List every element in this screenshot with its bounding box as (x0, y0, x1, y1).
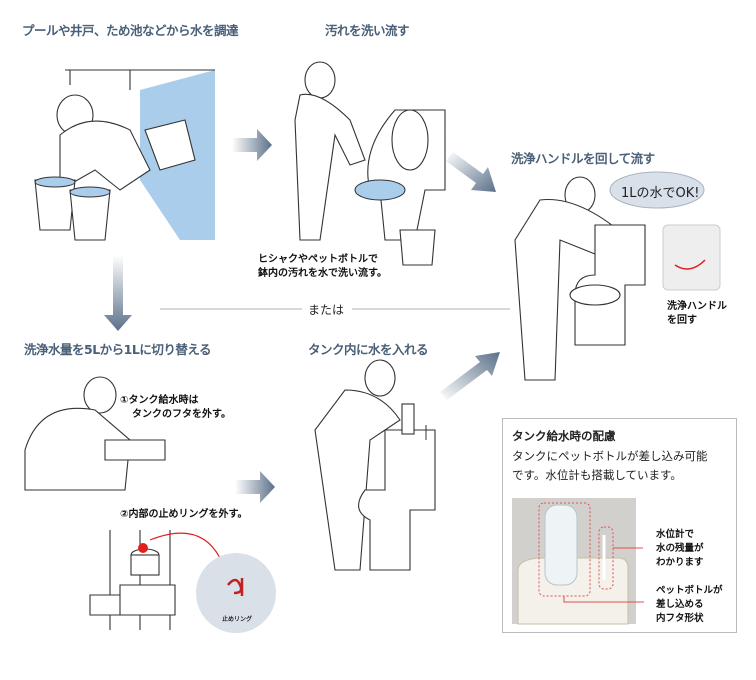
arrow-right-icon (235, 471, 275, 503)
caption-line: を回す (667, 315, 697, 326)
gauge-caption: 水位計で水の残量がわかります (656, 528, 704, 570)
caption-line: 洗浄ハンドル (667, 301, 727, 312)
tank-lid-scene (24, 376, 166, 491)
wash-caption: ヒシャクやペットボトルで鉢内の汚れを水で洗い流す。 (258, 253, 387, 281)
arrow-diagonal-up-icon (440, 352, 500, 400)
caption-line: 水位計で (656, 529, 695, 540)
switch-step1: ①タンク給水時はタンクのフタを外す。 (120, 394, 231, 422)
arrow-down-icon (104, 255, 132, 331)
caption-line: 差し込める (656, 599, 704, 610)
caption-line: タンクのフタを外す。 (132, 409, 231, 420)
note-body: タンクにペットボトルが差し込み可能です。水位計も搭載しています。 (512, 447, 708, 485)
ring-label: 止めリング (222, 616, 253, 623)
step-collect-water-title: プールや井戸、ため池などから水を調達 (22, 23, 239, 38)
pool-scene (34, 69, 215, 241)
caption-line: ①タンク給水時は (120, 395, 199, 406)
note-line: タンクにペットボトルが差し込み可能 (512, 449, 708, 463)
caption-line: 水の残量が (656, 543, 704, 554)
wash-scene (294, 61, 446, 266)
bubble-text: 1Lの水でOK! (621, 186, 700, 201)
fill-tank-scene (314, 359, 436, 571)
speech-bubble (609, 171, 705, 209)
step-wash-title: 汚れを洗い流す (325, 23, 410, 38)
step-fill-tank-title: タンク内に水を入れる (308, 342, 429, 357)
ring-scene (89, 530, 276, 633)
note-title: タンク給水時の配慮 (512, 429, 616, 443)
or-label: または (308, 303, 345, 317)
caption-line: 鉢内の汚れを水で洗い流す。 (258, 268, 387, 279)
lid-caption: ペットボトルが差し込める内フタ形状 (656, 584, 723, 626)
note-line: です。水位計も搭載しています。 (512, 468, 682, 482)
caption-line: ヒシャクやペットボトルで (258, 254, 378, 265)
arrow-right-icon (232, 129, 272, 161)
handle-caption: 洗浄ハンドルを回す (667, 300, 727, 328)
step-flush-title: 洗浄ハンドルを回して流す (511, 151, 655, 166)
caption-line: 内フタ形状 (656, 613, 704, 624)
caption-line: ペットボトルが (656, 585, 723, 596)
flush-scene (514, 176, 721, 381)
arrow-diagonal-down-icon (446, 152, 496, 192)
caption-line: わかります (656, 557, 704, 568)
step-switch-title: 洗浄水量を5Lから1Lに切り替える (24, 342, 211, 357)
switch-step2: ②内部の止めリングを外す。 (120, 509, 248, 520)
